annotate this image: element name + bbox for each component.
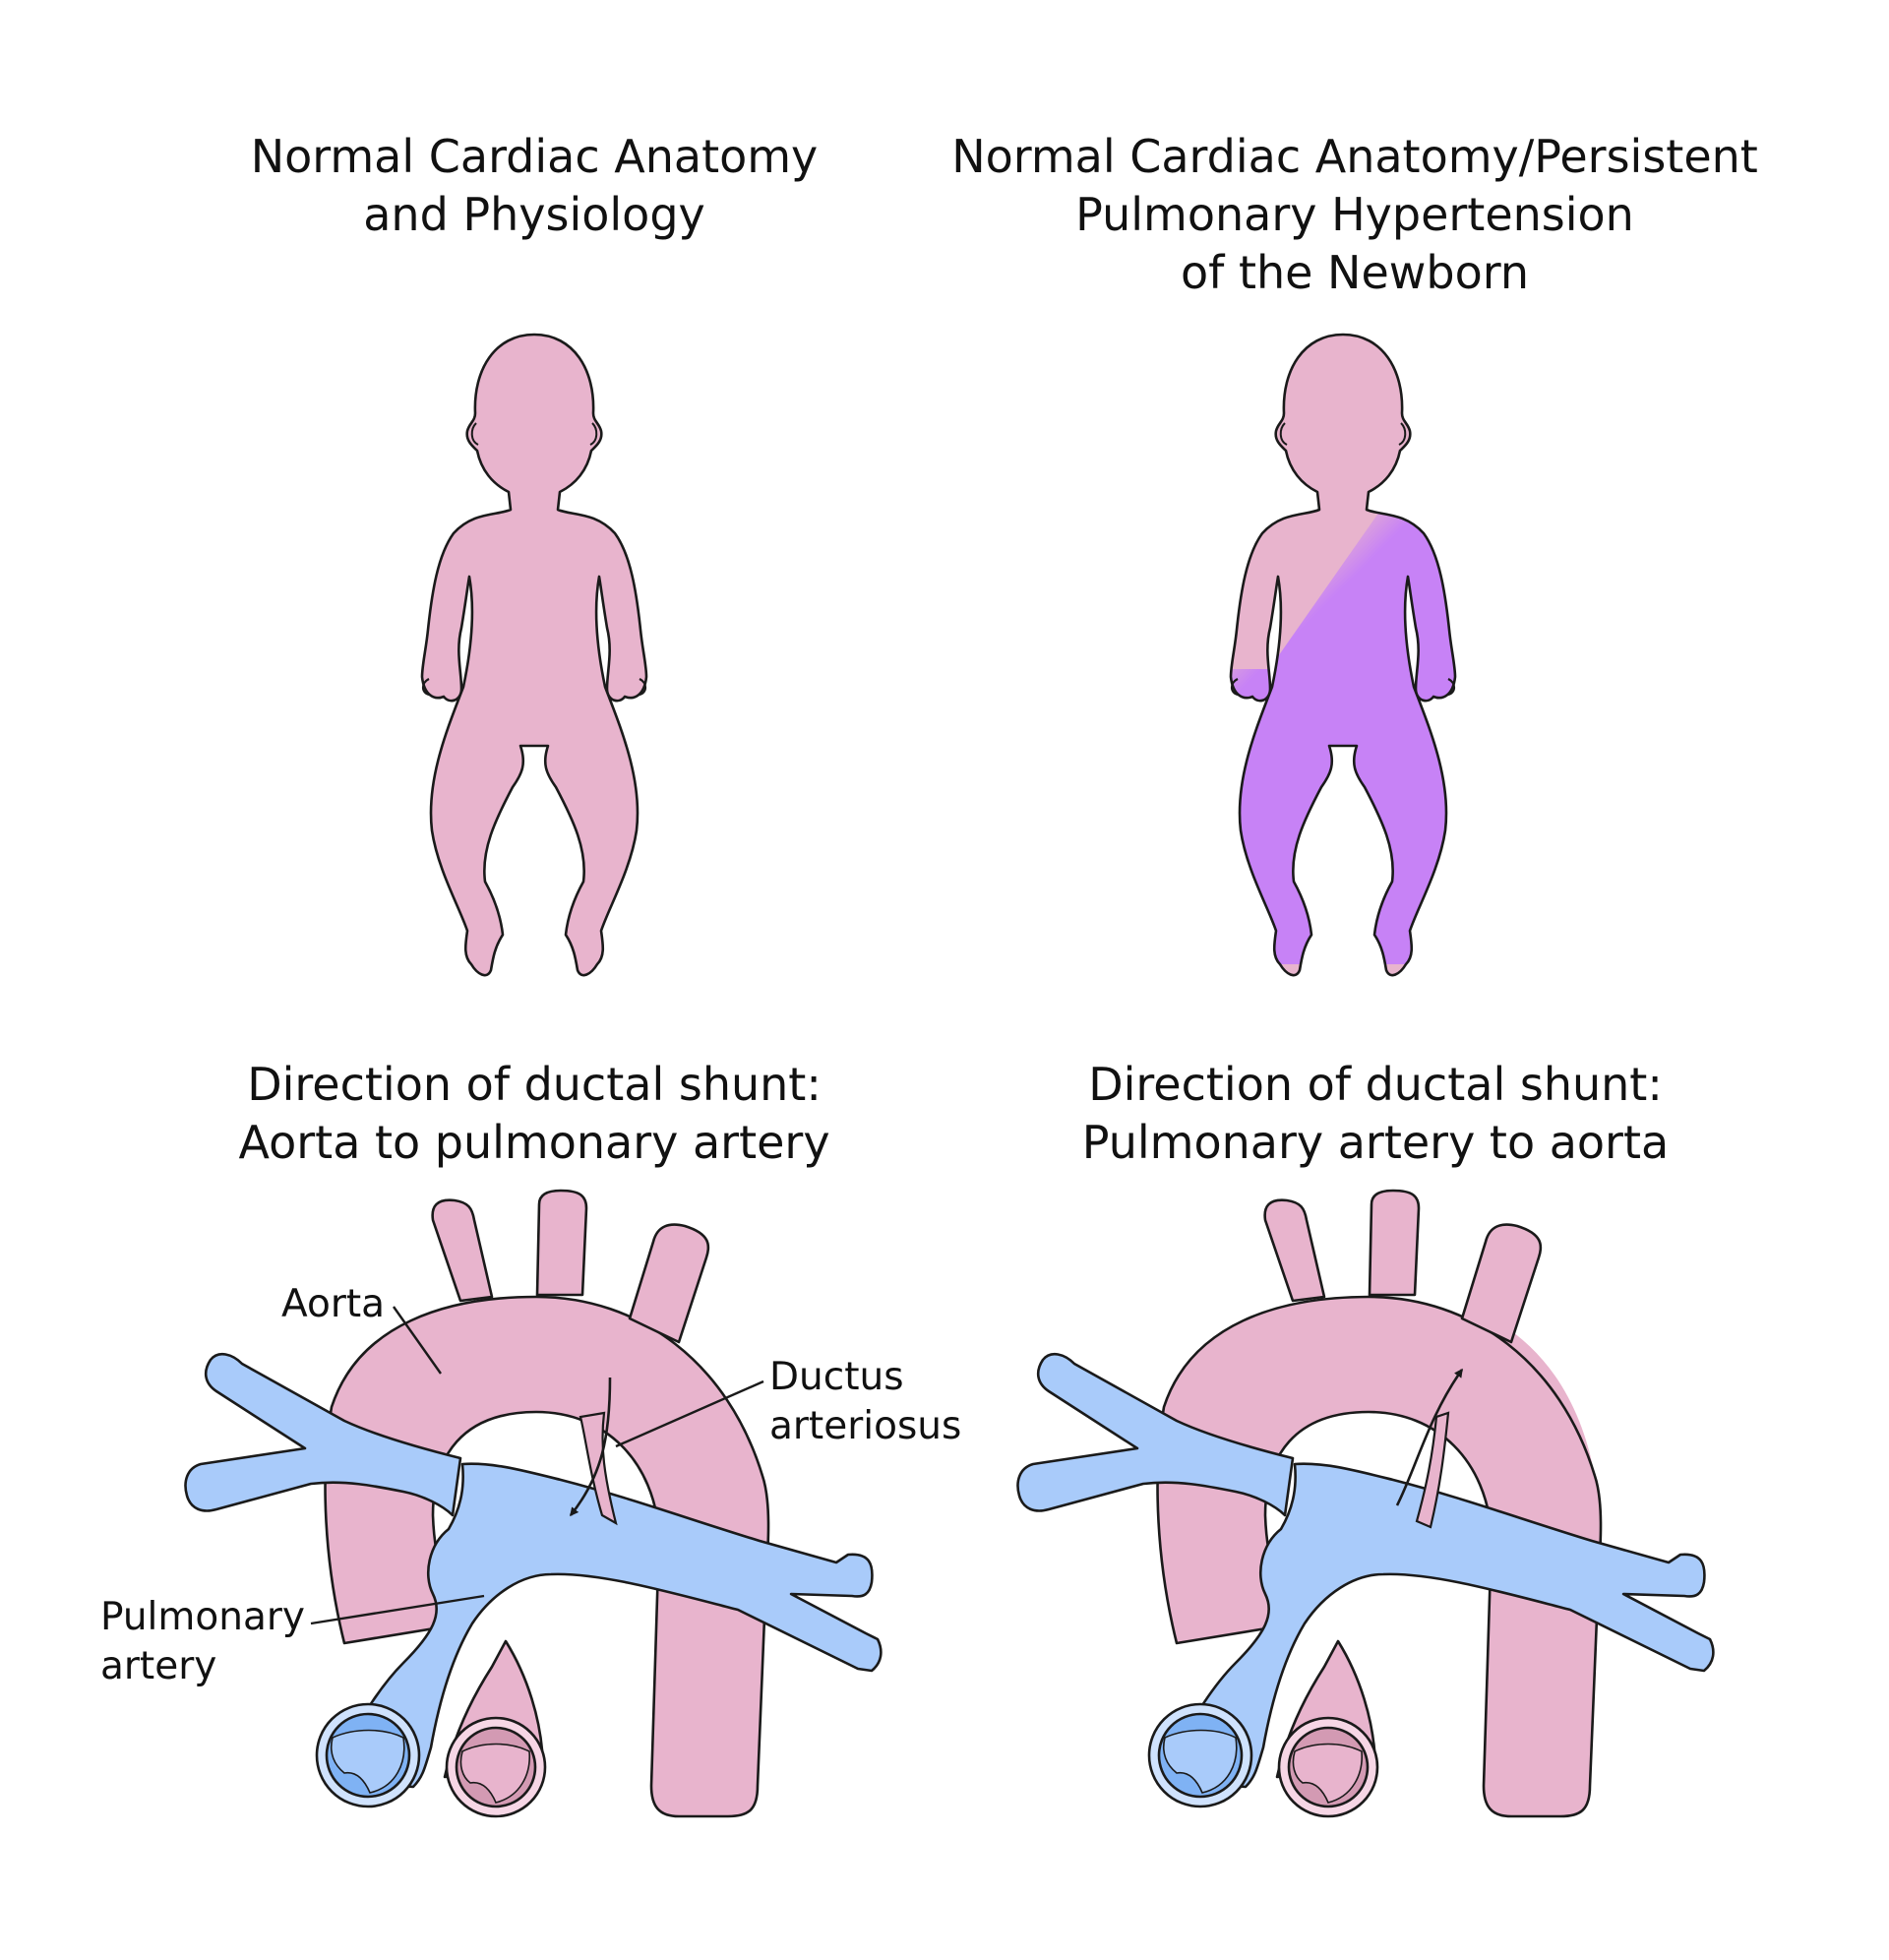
aorta-leader-line [393, 1306, 442, 1375]
heart-reversed-shunt-icon [1016, 1189, 1715, 1818]
pulmonary-valve-cross-section [315, 1702, 421, 1808]
infant-cyanotic-icon [1229, 333, 1457, 977]
aortic-root-cross-section [1277, 1716, 1379, 1818]
pulmonary-leader-line [310, 1594, 485, 1625]
panel-bottom-left: Direction of ductal shunt: Aorta to pulm… [100, 1058, 961, 1818]
heart-normal-shunt-icon: Aorta Ductus arteriosus Pulmonary artery [100, 1189, 961, 1818]
panel-title-line-2: and Physiology [363, 188, 705, 241]
shunt-arrow-pa-to-aorta [1395, 1368, 1464, 1506]
panel-title-line-1: Direction of ductal shunt: [1088, 1058, 1663, 1111]
aorta-label: Aorta [281, 1282, 385, 1326]
panel-title-line-1: Normal Cardiac Anatomy [251, 130, 819, 183]
panel-title-line-1: Normal Cardiac Anatomy/Persistent [951, 130, 1758, 183]
ductus-leader-line [615, 1379, 764, 1448]
ductus-label-line-2: arteriosus [769, 1404, 961, 1448]
pulmonary-label-line-1: Pulmonary [100, 1595, 305, 1639]
panel-title-line-1: Direction of ductal shunt: [247, 1058, 822, 1111]
aortic-root-cross-section [445, 1716, 547, 1818]
panel-top-right: Normal Cardiac Anatomy/Persistent Pulmon… [951, 130, 1758, 977]
pulmonary-label-line-2: artery [100, 1644, 216, 1688]
pulmonary-valve-cross-section [1147, 1702, 1253, 1808]
ductus-arteriosus [1395, 1368, 1464, 1529]
panel-title-line-2: Pulmonary artery to aorta [1082, 1116, 1669, 1169]
ductus-label-line-1: Ductus [769, 1355, 904, 1399]
panel-title-line-2: Pulmonary Hypertension [1075, 188, 1634, 241]
panel-top-left: Normal Cardiac Anatomy and Physiology [251, 130, 819, 977]
ductus-arteriosus [569, 1377, 618, 1526]
panel-title-line-3: of the Newborn [1181, 246, 1529, 299]
shunt-arrow-aorta-to-pa [569, 1377, 612, 1517]
panel-title-line-2: Aorta to pulmonary artery [238, 1116, 829, 1169]
panel-bottom-right: Direction of ductal shunt: Pulmonary art… [1016, 1058, 1715, 1818]
infant-normal-icon [420, 333, 648, 977]
